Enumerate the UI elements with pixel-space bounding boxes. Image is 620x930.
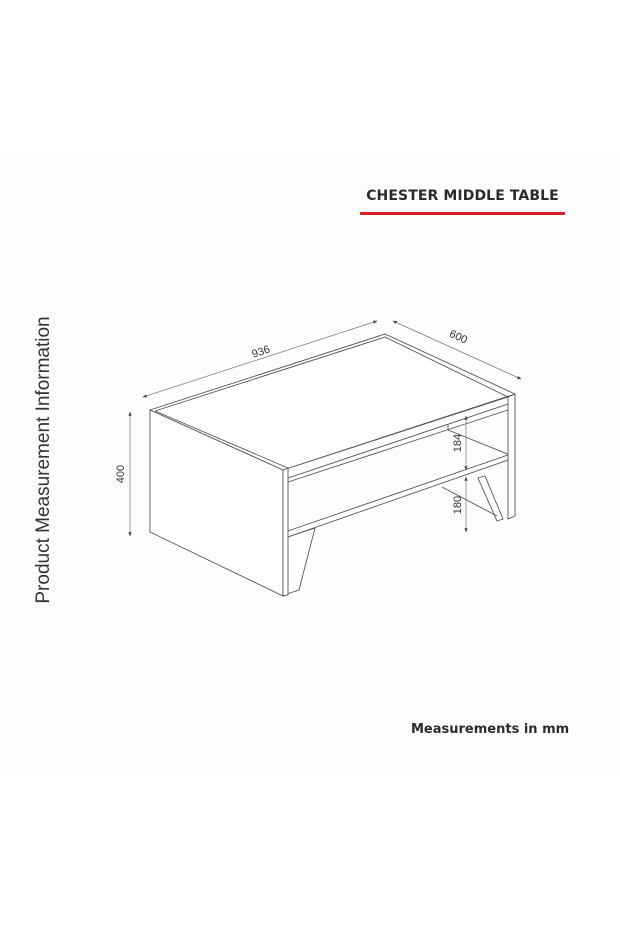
dimension-upper-opening: 184 (452, 415, 468, 471)
dimension-height-label: 400 (115, 465, 127, 483)
left-leg (284, 527, 316, 595)
dimension-lower-opening-label: 180 (452, 496, 464, 514)
dimension-width-label: 936 (250, 344, 271, 361)
dimension-width: 936 (142, 320, 378, 398)
units-note: Measurements in mm (411, 722, 570, 737)
dimension-lower-opening: 180 (452, 476, 468, 533)
right-leg (441, 475, 504, 522)
right-panel (507, 393, 516, 520)
left-panel (149, 409, 289, 597)
inner-diagonal-upper (447, 429, 511, 456)
dimension-depth-label: 600 (447, 328, 469, 346)
dimension-upper-opening-label: 184 (452, 434, 464, 452)
title-underline (360, 212, 565, 215)
title-block: CHESTER MIDDLE TABLE (360, 188, 565, 215)
dimension-height: 400 (115, 411, 132, 537)
product-title: CHESTER MIDDLE TABLE (366, 188, 559, 204)
